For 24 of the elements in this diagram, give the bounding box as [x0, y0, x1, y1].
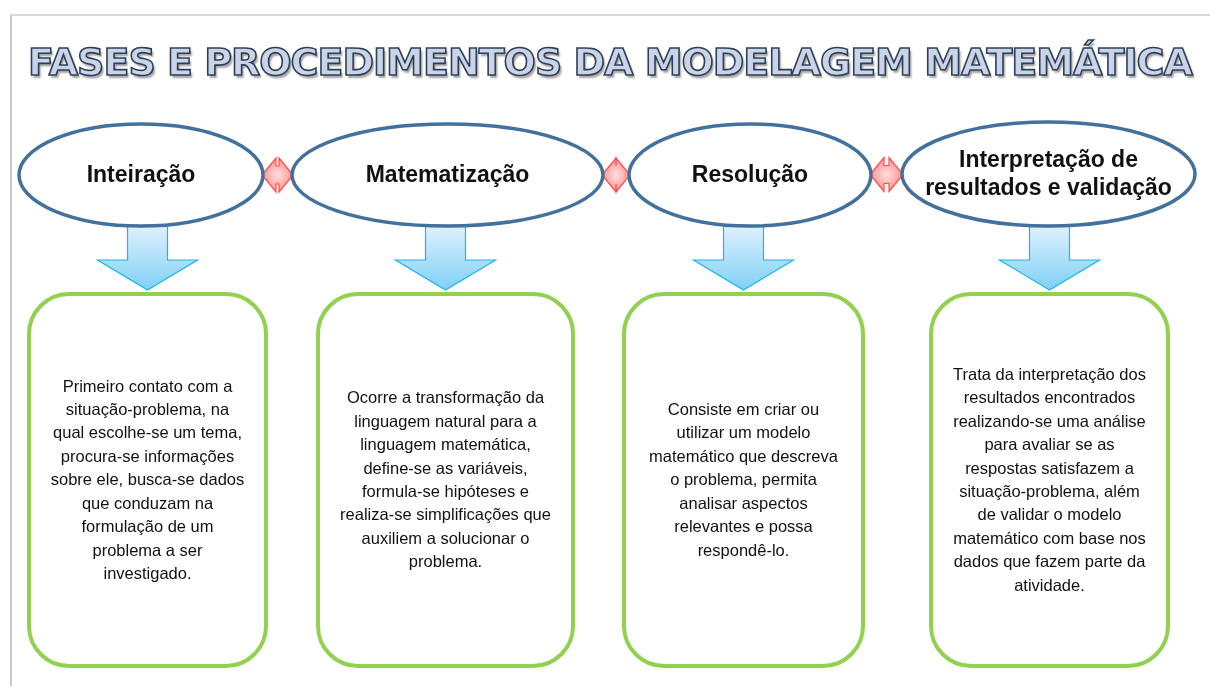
description-box: [622, 292, 865, 668]
phase-ellipse: [627, 122, 873, 228]
description-box: [316, 292, 575, 668]
phase-title: Interpretação de resultados e validação: [924, 146, 1173, 202]
block-arrow: [691, 225, 796, 291]
description-text: Ocorre a transformação da linguagem natural para a linguagem matemática, define-se as variáveis, formula-se hipóteses e realiza-se simplificações que auxiliem a solucionar o problema.: [339, 387, 552, 573]
double-block-arrow: [869, 155, 904, 194]
description-box: [929, 292, 1170, 668]
block-arrow: [393, 225, 498, 291]
double-block-arrow: [601, 156, 631, 194]
phase-ellipse: [900, 120, 1197, 228]
phase-ellipse: [17, 122, 265, 228]
phase-title: Matematização: [365, 161, 530, 189]
double-block-arrow: [261, 156, 294, 194]
block-arrow: [997, 225, 1102, 291]
phase-title: Inteiração: [86, 161, 196, 189]
description-text: Trata da interpretação dos resultados encontrados realizando-se uma análise para avaliar se as respostas satisfazem a situação-problema, além de validar o modelo matemático com base nos dados que fazem parte da atividade.: [952, 363, 1147, 596]
block-arrow: [95, 225, 200, 291]
diagram-title: FASES E PROCEDIMENTOS DA MODELAGEM MATEMÁTICA: [27, 40, 1194, 84]
description-text: Primeiro contato com a situação-problema, na qual escolhe-se um tema, procura-se informações sobre ele, busca-se dados que conduzam na formulação de um problema a ser investigado.: [49, 375, 246, 584]
phase-title: Resolução: [691, 161, 809, 189]
description-box: [27, 292, 268, 668]
description-text: Consiste em criar ou utilizar um modelo matemático que descreva o problema, permita analisar aspectos relevantes e possa respondê-lo.: [648, 399, 839, 561]
phase-ellipse: [290, 122, 605, 228]
